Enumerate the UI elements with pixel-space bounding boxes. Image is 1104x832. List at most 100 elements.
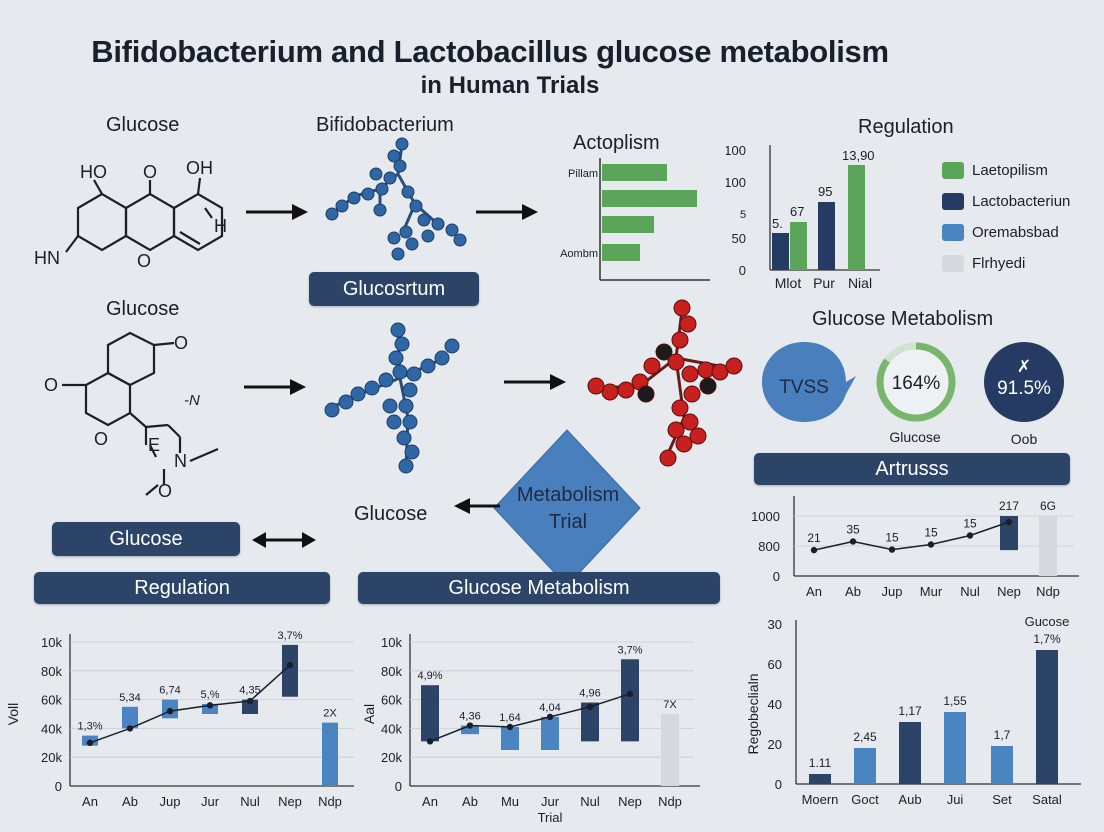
y-tick-label: 0 bbox=[395, 779, 402, 794]
data-label: 5,34 bbox=[119, 692, 140, 704]
bar bbox=[282, 644, 298, 697]
legend-item: Lactobacteriun bbox=[942, 193, 1070, 210]
bar-value-label: 2,45 bbox=[853, 730, 877, 744]
cross-icon: ✗ bbox=[1017, 357, 1031, 376]
y-tick-label: 1000 bbox=[751, 509, 780, 524]
glucose-pill[interactable]: Glucose bbox=[52, 522, 240, 556]
arrow-right-icon bbox=[504, 374, 566, 390]
regulation-bar bbox=[790, 222, 807, 270]
x-category-label: Jup bbox=[882, 584, 903, 599]
actoplism-bar bbox=[602, 164, 667, 181]
y-axis-label: Voll bbox=[5, 703, 21, 726]
actoplism-title: Actoplism bbox=[573, 132, 660, 154]
y-tick-label: 40k bbox=[381, 721, 402, 736]
actoplism-bar bbox=[602, 190, 697, 207]
data-label: 2X bbox=[323, 708, 337, 720]
glucose-molecule-model-red bbox=[587, 299, 743, 467]
trend-point bbox=[286, 661, 294, 669]
glucose-label-top: Glucose bbox=[106, 114, 180, 136]
y-tick-label: 80k bbox=[41, 664, 62, 679]
glucose-metabolism-title: Glucose Metabolism bbox=[812, 308, 994, 330]
bar bbox=[322, 722, 338, 786]
legend-item: Flrhyedi bbox=[942, 255, 1025, 272]
trend-point bbox=[166, 707, 174, 715]
regulation-bar bbox=[848, 165, 865, 270]
arrow-left-icon bbox=[454, 498, 500, 514]
data-label: 15 bbox=[885, 531, 899, 545]
trend-point bbox=[1005, 518, 1013, 526]
regulation-pill[interactable]: Regulation bbox=[34, 572, 330, 604]
legend-swatch bbox=[942, 224, 964, 241]
x-category-label: An bbox=[422, 794, 438, 809]
regulation-category-label: Pur bbox=[813, 275, 835, 290]
glucose-molecule-model-blue bbox=[324, 322, 460, 474]
regulation-value-label: 13,90 bbox=[842, 148, 875, 163]
y-tick-label: 0 bbox=[773, 569, 780, 584]
artruss-pill[interactable]: Artrusss bbox=[754, 453, 1070, 485]
x-category-label: Jur bbox=[201, 794, 220, 809]
x-category-label: Ab bbox=[462, 794, 478, 809]
circle-caption: Oob bbox=[1011, 431, 1038, 447]
x-category-label: Nep bbox=[278, 794, 302, 809]
molecule1-atom-hn: HN bbox=[34, 248, 60, 268]
bar-value-label: 1.11 bbox=[809, 756, 832, 770]
page-subtitle: in Human Trials bbox=[420, 72, 600, 99]
legend-item: Oremabsbad bbox=[942, 224, 1059, 241]
bar bbox=[202, 703, 218, 714]
x-category-label: Set bbox=[992, 792, 1012, 807]
data-label: 4,04 bbox=[539, 702, 560, 714]
actoplism-bar bbox=[602, 216, 654, 233]
double-arrow-icon bbox=[252, 532, 316, 548]
y-tick-label: 20k bbox=[41, 750, 62, 765]
y-tick-label: 10k bbox=[381, 635, 402, 650]
glucose-label-middle: Glucose bbox=[106, 298, 180, 320]
actoplism-category-label: Aombm bbox=[560, 248, 598, 260]
y-tick-label: 800 bbox=[758, 539, 780, 554]
bar-value-label: 1,7 bbox=[994, 728, 1011, 742]
bar bbox=[899, 722, 921, 784]
glucose-metabolism-indicators: TVSS 164% Glucose ✗ 91.5% Oob bbox=[762, 342, 1064, 447]
bar bbox=[1036, 650, 1058, 784]
bar bbox=[461, 725, 479, 735]
y-axis-label: Aal bbox=[361, 704, 377, 724]
data-label: 6,74 bbox=[159, 685, 180, 697]
y-tick-label: 60k bbox=[41, 693, 62, 708]
bar bbox=[122, 706, 138, 729]
x-category-label: Jup bbox=[160, 794, 181, 809]
y-tick-label: 0 bbox=[55, 779, 62, 794]
legend-label: Laetopilism bbox=[972, 162, 1048, 179]
glucose-molecule-structure-1: HO O OH H HN O bbox=[34, 158, 227, 271]
bar-value-label: 1,17 bbox=[898, 704, 922, 718]
x-category-label: Ab bbox=[122, 794, 138, 809]
data-label: 35 bbox=[846, 523, 860, 537]
bottom-right-bar-chart: 3060402001.11Moern2,45Goct1,17Aub1,55Jui… bbox=[745, 614, 1081, 807]
molecule2-atom-o-bottom: O bbox=[94, 429, 108, 449]
y-tick-label: 60k bbox=[381, 693, 402, 708]
ring-caption: Glucose bbox=[889, 429, 941, 445]
bar bbox=[944, 712, 966, 784]
data-label: 4,96 bbox=[579, 687, 600, 699]
trend-line bbox=[89, 664, 291, 744]
data-label: 15 bbox=[963, 517, 977, 531]
y-tick-label: 30 bbox=[768, 617, 782, 632]
bifidobacterium-molecule-model bbox=[325, 137, 467, 261]
trend-point bbox=[586, 703, 594, 710]
trend-point bbox=[966, 532, 974, 539]
x-category-label: Mu bbox=[501, 794, 519, 809]
regulation-category-label: Mlot bbox=[775, 275, 802, 290]
y-tick-label: 10k bbox=[41, 635, 62, 650]
glucose-molecule-structure-2: O O O E N O -N bbox=[44, 331, 219, 501]
molecule2-atom-e: E bbox=[148, 435, 160, 455]
data-label: 15 bbox=[924, 526, 938, 540]
arrow-right-icon bbox=[244, 379, 306, 395]
bar-extra-label: Gucose bbox=[1025, 614, 1070, 629]
trend-point bbox=[888, 546, 896, 553]
glucosrtum-pill[interactable]: Glucosrtum bbox=[309, 272, 479, 306]
regulation-category-label: Nial bbox=[848, 275, 872, 290]
molecule2-atom-n-side: -N bbox=[184, 392, 200, 409]
bar-value-label: 1,55 bbox=[943, 694, 967, 708]
bar bbox=[854, 748, 876, 784]
circle-value: 91.5% bbox=[997, 378, 1051, 399]
glucose-metabolism-pill[interactable]: Glucose Metabolism bbox=[358, 572, 720, 604]
